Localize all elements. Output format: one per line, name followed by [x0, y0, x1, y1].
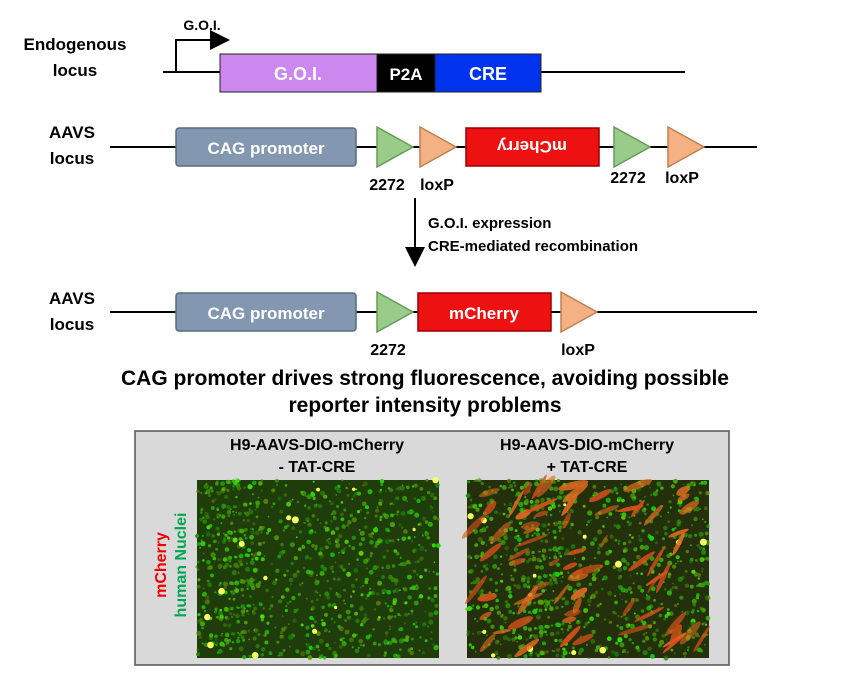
endogenous-locus-label-line1: Endogenous [24, 35, 127, 54]
micrograph-left-texture [195, 476, 441, 660]
site-loxp-icon [560, 290, 599, 334]
right-image-title-line2: + TAT-CRE [547, 459, 628, 476]
site1-2272-label: 2272 [369, 177, 405, 194]
site-2272-icon [376, 290, 415, 334]
mcherry-box [417, 292, 552, 332]
site1-loxp-label: loxP [420, 177, 454, 194]
recombination-arrow-group: G.O.I. expression CRE-mediated recombina… [405, 198, 638, 267]
mcherry-inverted-box [465, 127, 600, 167]
aavs-locus-label-line1: AAVS [49, 123, 95, 142]
aavs-locus-recombined-row: AAVS locus CAG promoter mCherry 2272 lox… [49, 289, 757, 359]
goi-box-label: G.O.I. [274, 64, 322, 84]
tss-arrow-icon [175, 30, 230, 72]
tss-label: G.O.I. [183, 17, 220, 33]
site2-2272-label: 2272 [610, 170, 646, 187]
arrow-text-line2: CRE-mediated recombination [428, 238, 638, 255]
site-loxp-label: loxP [561, 342, 595, 359]
endogenous-locus-label-line2: locus [53, 61, 97, 80]
site-2272-icon [376, 125, 415, 169]
side-label-group: mCherry [153, 532, 170, 598]
aavs-locus-label-line2: locus [50, 315, 94, 334]
micrograph-minus-tatcre [195, 476, 441, 660]
side-label-mcherry: mCherry [153, 532, 170, 598]
site-2272-icon [613, 125, 652, 169]
cag-promoter-box [175, 127, 357, 167]
microscopy-panel: H9-AAVS-DIO-mCherry - TAT-CRE H9-AAVS-DI… [134, 430, 730, 666]
site-loxp-icon [419, 125, 458, 169]
site2-loxp-label: loxP [665, 170, 699, 187]
mcherry-label: mCherry [449, 304, 519, 323]
cag-promoter-label: CAG promoter [207, 304, 325, 323]
caption-line1: CAG promoter drives strong fluorescence,… [121, 367, 729, 390]
left-image-title-line1: H9-AAVS-DIO-mCherry [230, 437, 404, 454]
cag-promoter-box [175, 292, 357, 332]
cag-promoter-label: CAG promoter [207, 139, 325, 158]
micrograph-plus-tatcre [461, 474, 711, 661]
aavs-locus-label-line1: AAVS [49, 289, 95, 308]
site-2272-label: 2272 [370, 342, 406, 359]
site-loxp-icon [667, 125, 706, 169]
cre-box-label: CRE [469, 64, 507, 84]
p2a-box-label: P2A [389, 65, 422, 84]
cre-box [434, 53, 542, 93]
caption-line2: reporter intensity problems [288, 394, 561, 417]
left-image-title-line2: - TAT-CRE [279, 459, 356, 476]
p2a-box [376, 53, 436, 93]
micrograph-right-texture [461, 474, 711, 661]
goi-box [219, 53, 378, 93]
side-label-human-nuclei: human Nuclei [173, 513, 190, 618]
arrow-text-line1: G.O.I. expression [428, 215, 551, 232]
right-image-title-line1: H9-AAVS-DIO-mCherry [500, 437, 674, 454]
micrograph-left-bg [197, 480, 439, 658]
aavs-locus-label-line2: locus [50, 149, 94, 168]
aavs-locus-dio-row: AAVS locus CAG promoter mCherry 2272 lox… [49, 123, 757, 194]
mcherry-inverted-label: mCherry [496, 137, 566, 156]
endogenous-locus-row: Endogenous locus G.O.I. G.O.I. P2A CRE [24, 17, 685, 93]
